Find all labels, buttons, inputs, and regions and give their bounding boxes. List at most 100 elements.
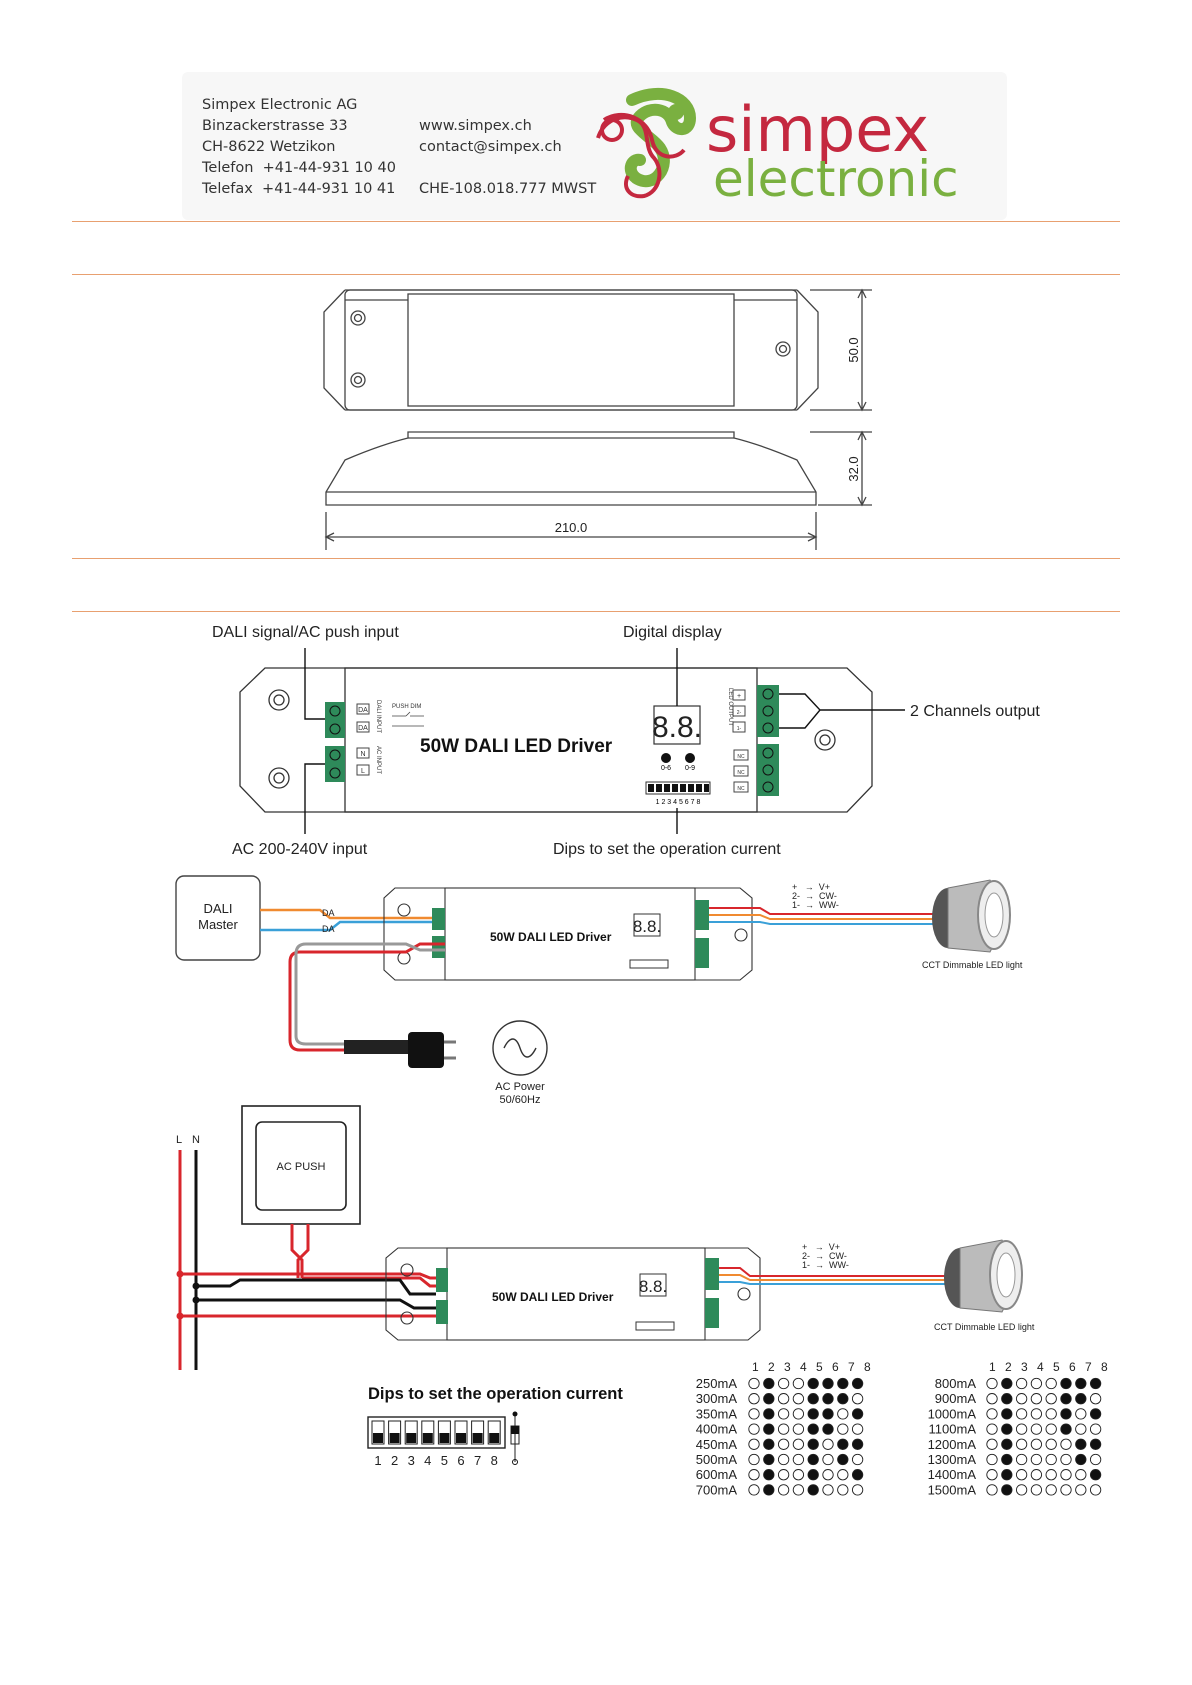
button-label: 0-9 bbox=[685, 765, 695, 772]
dip-switch[interactable] bbox=[454, 1420, 468, 1445]
dip-switch[interactable] bbox=[487, 1420, 501, 1445]
dip-on-dot bbox=[1089, 1438, 1102, 1450]
dip-on-dot bbox=[822, 1393, 834, 1405]
callout-display: Digital display bbox=[623, 624, 722, 641]
dip-on-dot bbox=[822, 1377, 834, 1390]
dip-switch[interactable] bbox=[471, 1420, 485, 1445]
dali-master-box bbox=[175, 875, 261, 961]
dip-off-dot bbox=[822, 1438, 834, 1450]
dip-off-dot bbox=[822, 1484, 834, 1496]
dip-on-dot bbox=[1001, 1453, 1013, 1466]
dip-off-dot bbox=[748, 1377, 760, 1390]
dip-switch-illustration bbox=[367, 1416, 506, 1449]
driver-title: 50W DALI LED Driver bbox=[490, 930, 612, 944]
dip-switch[interactable] bbox=[421, 1420, 435, 1445]
dip-off-dot bbox=[748, 1438, 760, 1450]
dimension-depth: 32.0 bbox=[846, 456, 861, 481]
dip-on-dot bbox=[763, 1469, 775, 1481]
dip-current-label: 1200mA bbox=[928, 1437, 977, 1452]
dip-on-dot bbox=[763, 1408, 775, 1420]
output-map-cw: 2- → CW- bbox=[802, 1251, 847, 1261]
led-light-icon bbox=[932, 879, 1011, 953]
display-digits: 8.8. bbox=[633, 917, 661, 936]
company-email[interactable]: contact@simpex.ch bbox=[419, 139, 562, 155]
dip-on-dot bbox=[1075, 1377, 1087, 1390]
dip-on-dot bbox=[851, 1408, 864, 1420]
output-map-ww: 1- → WW- bbox=[802, 1260, 849, 1270]
dip-on-dot bbox=[1089, 1408, 1102, 1420]
dip-switch-number: 4 bbox=[424, 1453, 431, 1468]
dip-on-dot bbox=[763, 1453, 775, 1466]
dip-on-dot bbox=[1001, 1393, 1013, 1405]
dip-title: Dips to set the operation current bbox=[368, 1385, 623, 1403]
dip-current-label: 300mA bbox=[696, 1391, 738, 1406]
dip-off-dot bbox=[1045, 1377, 1057, 1390]
dip-current-label: 250mA bbox=[696, 1376, 738, 1391]
dip-on-dot bbox=[1060, 1377, 1072, 1390]
display-button[interactable] bbox=[661, 753, 671, 763]
wire-label-da: DA bbox=[322, 908, 335, 918]
dip-off-dot bbox=[792, 1423, 805, 1435]
dip-switch-number: 5 bbox=[441, 1453, 448, 1468]
led-light-label: CCT Dimmable LED light bbox=[922, 960, 1023, 970]
dip-off-dot bbox=[1045, 1453, 1057, 1466]
dip-on-dot bbox=[1075, 1393, 1087, 1405]
dip-off-dot bbox=[792, 1469, 805, 1481]
dip-current-label: 1400mA bbox=[928, 1467, 977, 1482]
dip-on-dot bbox=[1001, 1377, 1013, 1390]
dip-off-dot bbox=[837, 1423, 849, 1435]
ac-push-label: AC PUSH bbox=[277, 1161, 326, 1173]
dip-off-dot bbox=[777, 1423, 790, 1435]
dip-on-dot bbox=[1001, 1423, 1013, 1435]
dip-off-dot bbox=[792, 1438, 805, 1450]
company-street: Binzackerstrasse 33 bbox=[202, 118, 348, 134]
dip-on-dot bbox=[807, 1408, 819, 1420]
dip-off-dot bbox=[1030, 1438, 1043, 1450]
dip-off-dot bbox=[851, 1423, 864, 1435]
dip-off-dot bbox=[1075, 1469, 1087, 1481]
dip-switch[interactable] bbox=[437, 1420, 451, 1445]
mains-l: L bbox=[176, 1134, 182, 1146]
dip-switch[interactable] bbox=[371, 1420, 385, 1445]
dip-off-dot bbox=[1030, 1377, 1043, 1390]
ac-push-button bbox=[255, 1121, 347, 1211]
dip-off-dot bbox=[1030, 1393, 1043, 1405]
dip-on-dot bbox=[822, 1408, 834, 1420]
dip-on-dot bbox=[807, 1438, 819, 1450]
terminal-label-nc: NC bbox=[737, 786, 745, 792]
dip-on-dot bbox=[763, 1484, 775, 1496]
ac-push-frame bbox=[241, 1105, 361, 1225]
driver-housing bbox=[239, 667, 873, 813]
dip-off-dot bbox=[1045, 1423, 1057, 1435]
dip-off-dot bbox=[1030, 1484, 1043, 1496]
dip-off-dot bbox=[1015, 1408, 1028, 1420]
dip-off-dot bbox=[986, 1423, 998, 1435]
company-web[interactable]: www.simpex.ch bbox=[419, 118, 532, 134]
dip-off-dot bbox=[1015, 1423, 1028, 1435]
dip-current-label: 600mA bbox=[696, 1467, 738, 1482]
company-city: CH-8622 Wetzikon bbox=[202, 139, 336, 155]
dip-switch[interactable] bbox=[388, 1420, 402, 1445]
dip-off-dot bbox=[777, 1469, 790, 1481]
dip-off-dot bbox=[777, 1453, 790, 1466]
dip-off-dot bbox=[822, 1469, 834, 1481]
dip-off-dot bbox=[777, 1393, 790, 1405]
push-dim-label: PUSH DIM bbox=[392, 704, 421, 710]
dip-off-dot bbox=[1089, 1453, 1102, 1466]
dip-switch-lever bbox=[389, 1433, 400, 1443]
dip-off-dot bbox=[1075, 1484, 1087, 1496]
dip-on-dot bbox=[1001, 1438, 1013, 1450]
dip-off-dot bbox=[1089, 1484, 1102, 1496]
dip-on-dot bbox=[1001, 1469, 1013, 1481]
dip-on-dot bbox=[851, 1438, 864, 1450]
dip-off-dot bbox=[1060, 1484, 1072, 1496]
dip-switch-block[interactable] bbox=[645, 781, 711, 795]
dip-off-dot bbox=[1015, 1377, 1028, 1390]
dip-switch[interactable] bbox=[404, 1420, 418, 1445]
display-button[interactable] bbox=[685, 753, 695, 763]
display-digits: 8.8. bbox=[639, 1277, 667, 1296]
button-label: 0-6 bbox=[661, 765, 671, 772]
dip-off-dot bbox=[986, 1469, 998, 1481]
